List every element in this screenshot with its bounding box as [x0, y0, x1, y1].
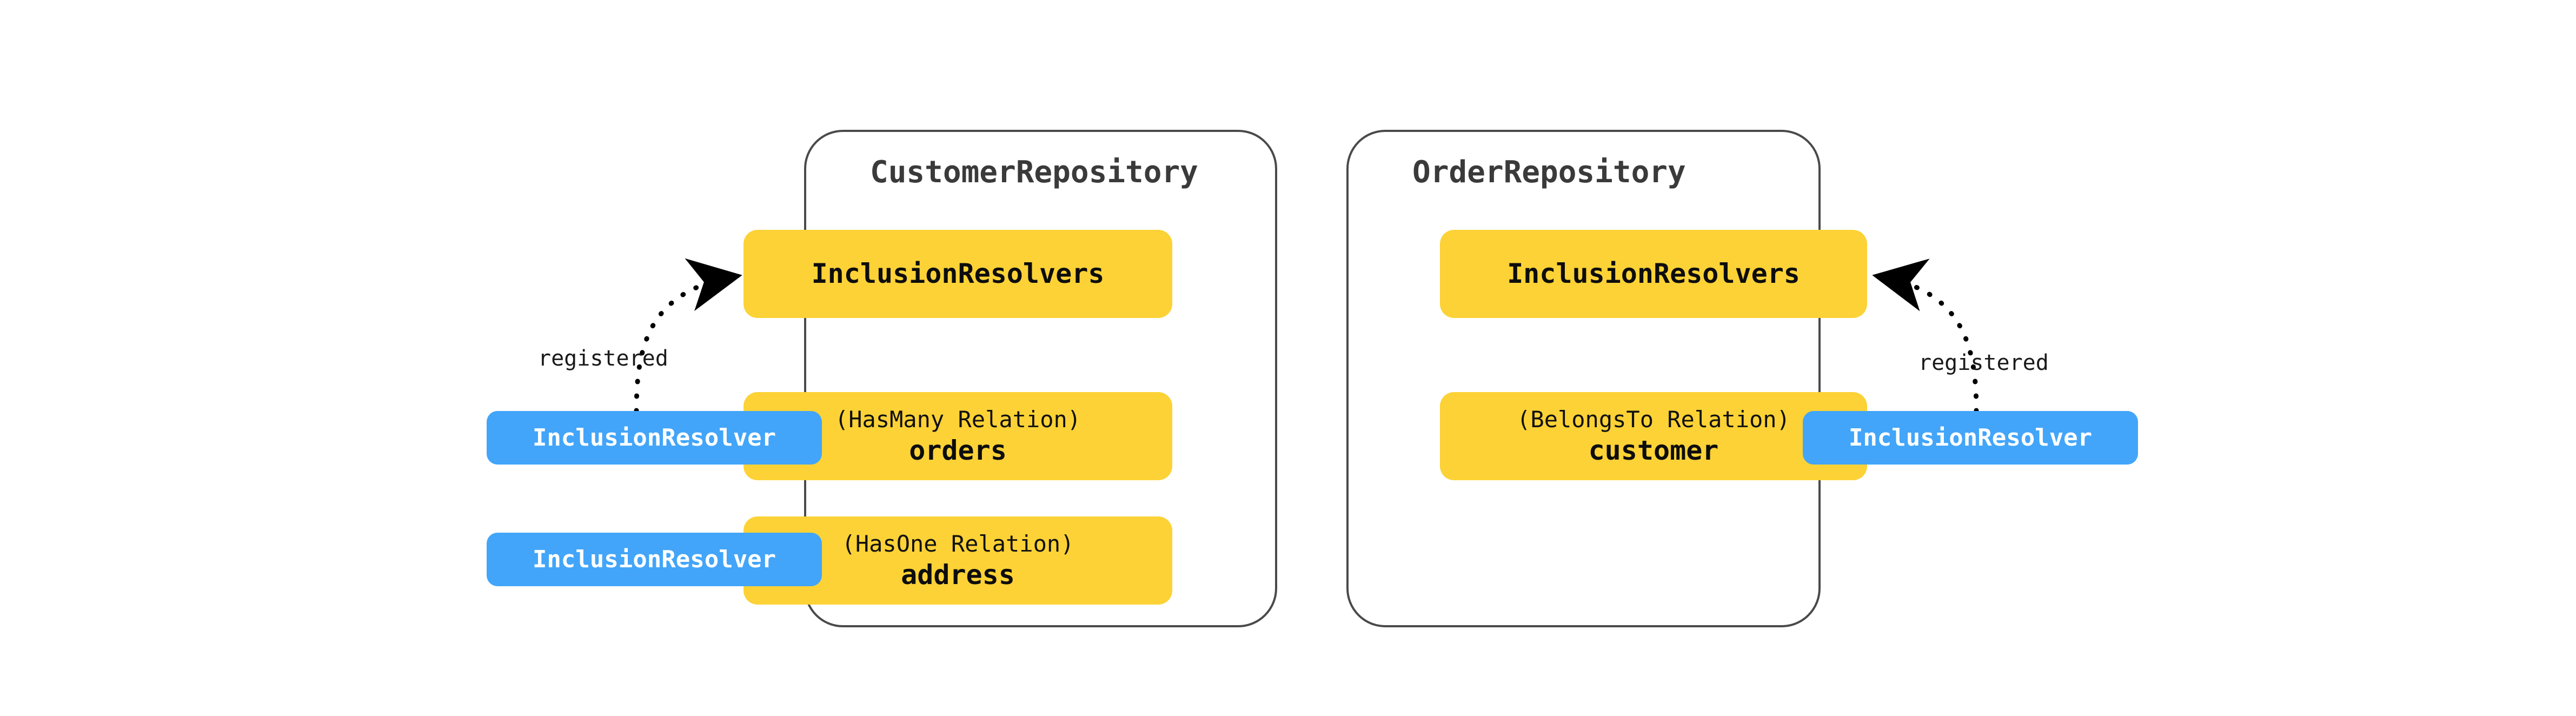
repository-title-customer: CustomerRepository: [870, 155, 1198, 190]
relation-name-label: orders: [909, 435, 1007, 467]
inclusion-resolver-chip-label: InclusionResolver: [532, 546, 776, 573]
inclusion-resolver-chip-orders[interactable]: InclusionResolver: [487, 411, 822, 465]
edge-label-registered-left: registered: [538, 346, 668, 371]
inclusion-resolvers-card-label: InclusionResolvers: [811, 258, 1105, 289]
connector-registered-left: [634, 258, 742, 414]
inclusion-resolver-chip-address[interactable]: InclusionResolver: [487, 533, 822, 586]
inclusion-resolvers-card-order[interactable]: InclusionResolvers: [1440, 230, 1867, 318]
inclusion-resolver-chip-label: InclusionResolver: [532, 424, 776, 452]
repository-container-order: OrderRepository: [1346, 130, 1821, 627]
relation-card-orders[interactable]: (HasMany Relation) orders: [743, 392, 1172, 480]
relation-kind-label: (BelongsTo Relation): [1517, 406, 1790, 433]
relation-card-customer[interactable]: (BelongsTo Relation) customer: [1440, 392, 1867, 480]
relation-name-label: address: [901, 559, 1015, 591]
relation-kind-label: (HasMany Relation): [834, 406, 1081, 433]
repository-title-order: OrderRepository: [1412, 155, 1686, 190]
inclusion-resolvers-card-label: InclusionResolvers: [1507, 258, 1800, 289]
inclusion-resolver-chip-label: InclusionResolver: [1848, 424, 2093, 452]
edge-label-registered-right: registered: [1918, 350, 2049, 375]
repository-container-customer: CustomerRepository: [804, 130, 1277, 627]
relation-kind-label: (HasOne Relation): [841, 530, 1074, 557]
relation-name-label: customer: [1588, 435, 1719, 467]
connector-registered-right: [1872, 258, 1979, 414]
inclusion-resolvers-card-customer[interactable]: InclusionResolvers: [743, 230, 1172, 318]
inclusion-resolver-chip-customer[interactable]: InclusionResolver: [1803, 411, 2138, 465]
